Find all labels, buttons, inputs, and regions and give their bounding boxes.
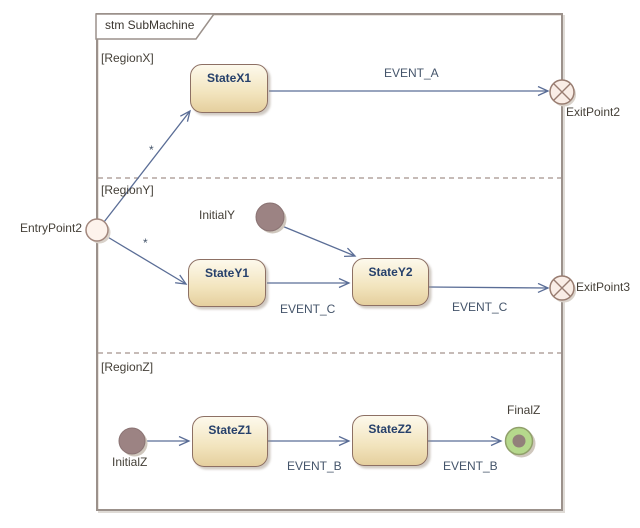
transition-event-label: EVENT_C	[280, 302, 336, 316]
region-label-regiony: [RegionY]	[101, 183, 154, 197]
transition-entrypoint2-statex1[interactable]	[103, 111, 190, 223]
frame-title-tab	[95, 13, 216, 40]
entry-point-node-entrypoint2[interactable]	[85, 218, 111, 244]
transition-guard-label: *	[143, 236, 148, 250]
state-name: StateZ1	[208, 423, 252, 437]
state-name: StateY2	[368, 265, 413, 279]
initial-node-label: InitialY	[199, 208, 236, 222]
exit-point-node-exitpoint3[interactable]	[549, 275, 576, 303]
region-label-regionz: [RegionZ]	[101, 360, 154, 374]
transition-initialy-statey2[interactable]	[281, 225, 355, 256]
state-statex1[interactable]: StateX1	[190, 64, 268, 113]
final-node-finalz[interactable]	[504, 426, 536, 458]
transition-guard-label: *	[149, 143, 154, 157]
exit-point-node-exitpoint2[interactable]	[549, 79, 576, 107]
transition-entrypoint2-statey1[interactable]	[105, 235, 186, 284]
transition-event-label: EVENT_B	[287, 459, 342, 473]
state-statez1[interactable]: StateZ1	[192, 416, 268, 467]
initial-node-label: InitialZ	[112, 455, 148, 469]
state-statez2[interactable]: StateZ2	[352, 415, 428, 466]
transition-event-label: EVENT_C	[452, 300, 508, 314]
state-name: StateY1	[204, 266, 250, 280]
initial-node-initialz[interactable]	[118, 427, 148, 457]
state-statey1[interactable]: StateY1	[188, 259, 266, 307]
transition-event-label: EVENT_A	[384, 66, 439, 80]
frame-title: stm SubMachine	[105, 18, 195, 32]
transition-event-label: EVENT_B	[443, 459, 498, 473]
exit-point-label: ExitPoint3	[576, 280, 631, 294]
state-name: StateX1	[206, 71, 252, 85]
diagram-frame	[96, 13, 563, 511]
state-name: StateZ2	[368, 422, 412, 436]
exit-point-label: ExitPoint2	[566, 105, 621, 119]
initial-node-initialy[interactable]	[255, 202, 287, 234]
region-label-regionx: [RegionX]	[101, 51, 154, 65]
transition-statey2-exitpoint3[interactable]	[428, 287, 548, 288]
entry-point-label: EntryPoint2	[19, 221, 82, 235]
final-node-label: FinalZ	[507, 403, 541, 417]
state-statey2[interactable]: StateY2	[352, 258, 429, 306]
